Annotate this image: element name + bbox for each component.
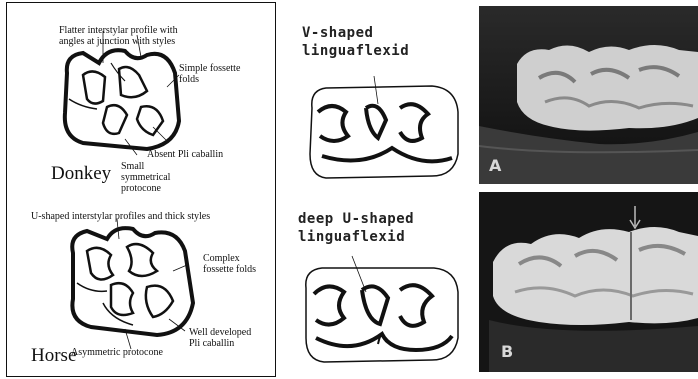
horse-interstylar-annotation: U-shaped interstylar profiles and thick … xyxy=(31,211,271,222)
donkey-tooth-drawing xyxy=(65,31,179,155)
horse-protocone-annotation: Asymmetric protocone xyxy=(71,347,211,358)
horse-pli-annotation: Well developed Pli caballin xyxy=(189,327,259,349)
photo-a-label: A xyxy=(489,156,501,175)
tooth-photo-b: B xyxy=(479,192,698,372)
u-shaped-linguaflexid-panel: deep U-shaped linguaflexid xyxy=(282,192,472,370)
v-shaped-linguaflexid-panel: V-shaped linguaflexid xyxy=(282,8,472,184)
donkey-protocone-annotation: Small symmetrical protocone xyxy=(121,161,191,194)
horse-tooth-drawing xyxy=(72,219,193,349)
donkey-fossette-annotation: Simple fossette folds xyxy=(179,63,251,85)
donkey-label: Donkey xyxy=(51,163,111,185)
u-shaped-tooth-drawing xyxy=(282,192,472,370)
v-shaped-tooth-drawing xyxy=(282,8,472,184)
tooth-photo-a-image xyxy=(479,6,698,184)
horse-label: Horse xyxy=(31,345,76,367)
donkey-interstylar-annotation: Flatter interstylar profile with angles … xyxy=(59,25,199,47)
tooth-photo-a: A xyxy=(479,6,698,184)
donkey-pli-annotation: Absent Pli caballin xyxy=(147,149,267,160)
tooth-comparison-panel: Flatter interstylar profile with angles … xyxy=(6,2,276,377)
photo-b-label: B xyxy=(501,342,513,361)
horse-fossette-annotation: Complex fossette folds xyxy=(203,253,263,275)
